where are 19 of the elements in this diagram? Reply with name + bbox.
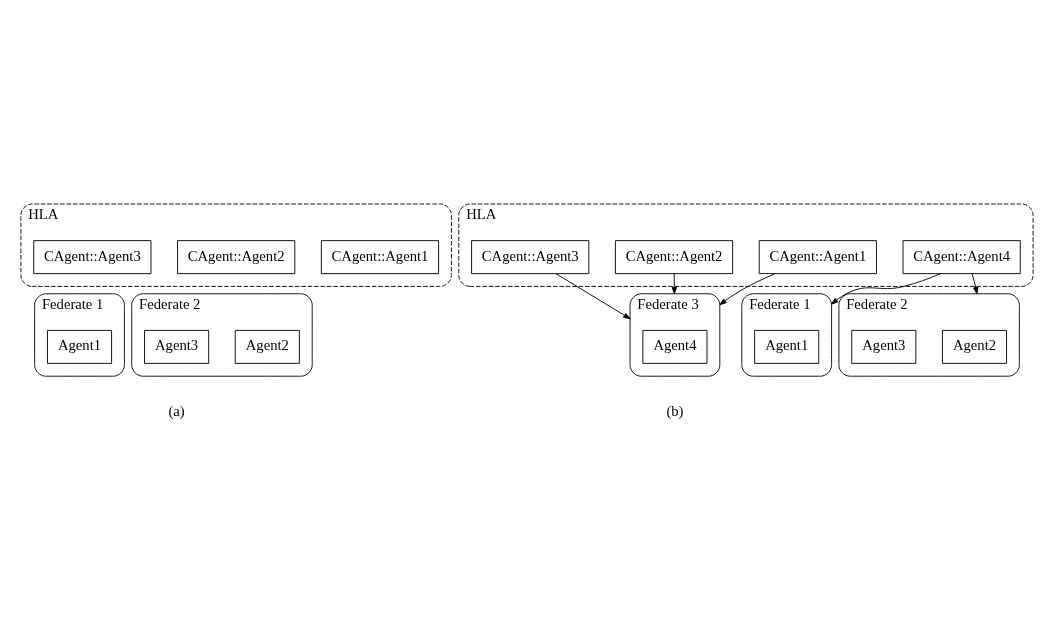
- node-box: Agent1: [47, 329, 113, 364]
- node-box: CAgent::Agent3: [471, 240, 590, 275]
- node-box: CAgent::Agent1: [758, 240, 877, 275]
- arrow: [671, 273, 678, 295]
- node-box: Agent4: [642, 329, 708, 364]
- arrow: [971, 273, 979, 295]
- node-box: CAgent::Agent4: [902, 240, 1021, 275]
- node-box: CAgent::Agent2: [177, 240, 296, 275]
- label: (a): [168, 403, 185, 420]
- node-box: CAgent::Agent1: [320, 240, 440, 275]
- arrow: [555, 273, 631, 320]
- node-box: CAgent::Agent2: [614, 240, 734, 275]
- node-box: Agent3: [851, 329, 917, 364]
- node-box: Agent3: [144, 329, 210, 364]
- label: (b): [666, 403, 684, 420]
- node-box: Agent2: [941, 329, 1007, 364]
- node-box: Agent1: [754, 329, 820, 364]
- node-box: Agent2: [234, 329, 300, 364]
- node-box: CAgent::Agent3: [33, 240, 152, 275]
